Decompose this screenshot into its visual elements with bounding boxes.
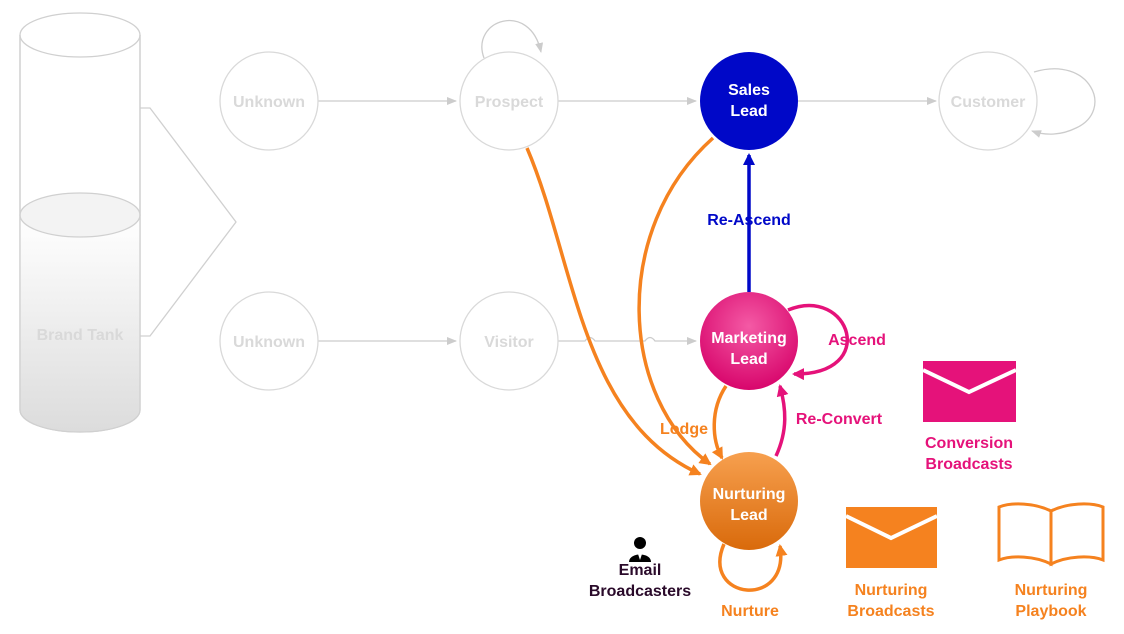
brand-tank: Brand Tank	[19, 12, 141, 433]
prospect-self-loop	[481, 20, 544, 59]
funnel-chevron	[140, 107, 237, 337]
marketing-lead-line1: Marketing	[711, 330, 787, 347]
nurturing-lead-line2: Lead	[730, 507, 767, 524]
visitor-label: Visitor	[484, 334, 534, 351]
email-broadcasters-legend: Email Broadcasters	[589, 537, 691, 600]
conversion-line1: Conversion	[925, 435, 1013, 452]
edge-sales-nurturing	[637, 136, 715, 466]
envelope-icon	[922, 361, 1017, 422]
nurturing-playbook-line1: Nurturing	[1015, 582, 1088, 599]
nurture-label: Nurture	[721, 603, 779, 620]
unknown-bottom-node	[219, 291, 319, 391]
customer-label: Customer	[951, 94, 1026, 111]
email-broadcasters-line2: Broadcasters	[589, 583, 691, 600]
ascend-label: Ascend	[828, 332, 886, 349]
customer-self-loop	[1031, 68, 1096, 138]
marketing-lead-line2: Lead	[730, 351, 767, 368]
sales-lead-line2: Lead	[730, 103, 767, 120]
conversion-line2: Broadcasts	[925, 456, 1012, 473]
sales-lead-node: Sales Lead	[700, 52, 798, 150]
nurturing-broadcasts-line2: Broadcasts	[847, 603, 934, 620]
nurturing-lead-line1: Nurturing	[713, 486, 786, 503]
marketing-self-loop	[787, 303, 850, 381]
nurturing-broadcasts-line1: Nurturing	[855, 582, 928, 599]
prospect-node	[459, 51, 559, 151]
lodge-label: Lodge	[660, 421, 708, 438]
edge-re-convert	[774, 384, 789, 457]
sales-lead-line1: Sales	[728, 82, 770, 99]
nurturing-broadcasts-legend: Nurturing Broadcasts	[845, 507, 938, 620]
visitor-node	[459, 291, 559, 391]
re-ascend-label: Re-Ascend	[707, 212, 791, 229]
prospect-label: Prospect	[475, 94, 544, 111]
conversion-broadcasts-legend: Conversion Broadcasts	[922, 361, 1017, 473]
nurturing-lead-node: Nurturing Lead	[700, 452, 798, 550]
unknown-top-label: Unknown	[233, 94, 305, 111]
book-icon	[997, 502, 1105, 567]
brand-tank-label: Brand Tank	[37, 327, 124, 344]
marketing-lead-node: Marketing Lead	[700, 292, 798, 390]
unknown-bottom-label: Unknown	[233, 334, 305, 351]
edge-visitor-marketing	[558, 336, 697, 345]
unknown-top-node	[219, 51, 319, 151]
edge-lodge	[711, 385, 728, 460]
re-convert-label: Re-Convert	[796, 411, 883, 428]
person-icon	[629, 537, 651, 562]
envelope-icon	[845, 507, 938, 568]
edge-prospect-nurturing	[525, 147, 702, 476]
nurturing-playbook-legend: Nurturing Playbook	[997, 502, 1105, 620]
email-broadcasters-line1: Email	[619, 562, 662, 579]
nurturing-self-loop	[718, 543, 788, 592]
nurturing-playbook-line2: Playbook	[1015, 603, 1086, 620]
customer-node	[938, 51, 1038, 151]
